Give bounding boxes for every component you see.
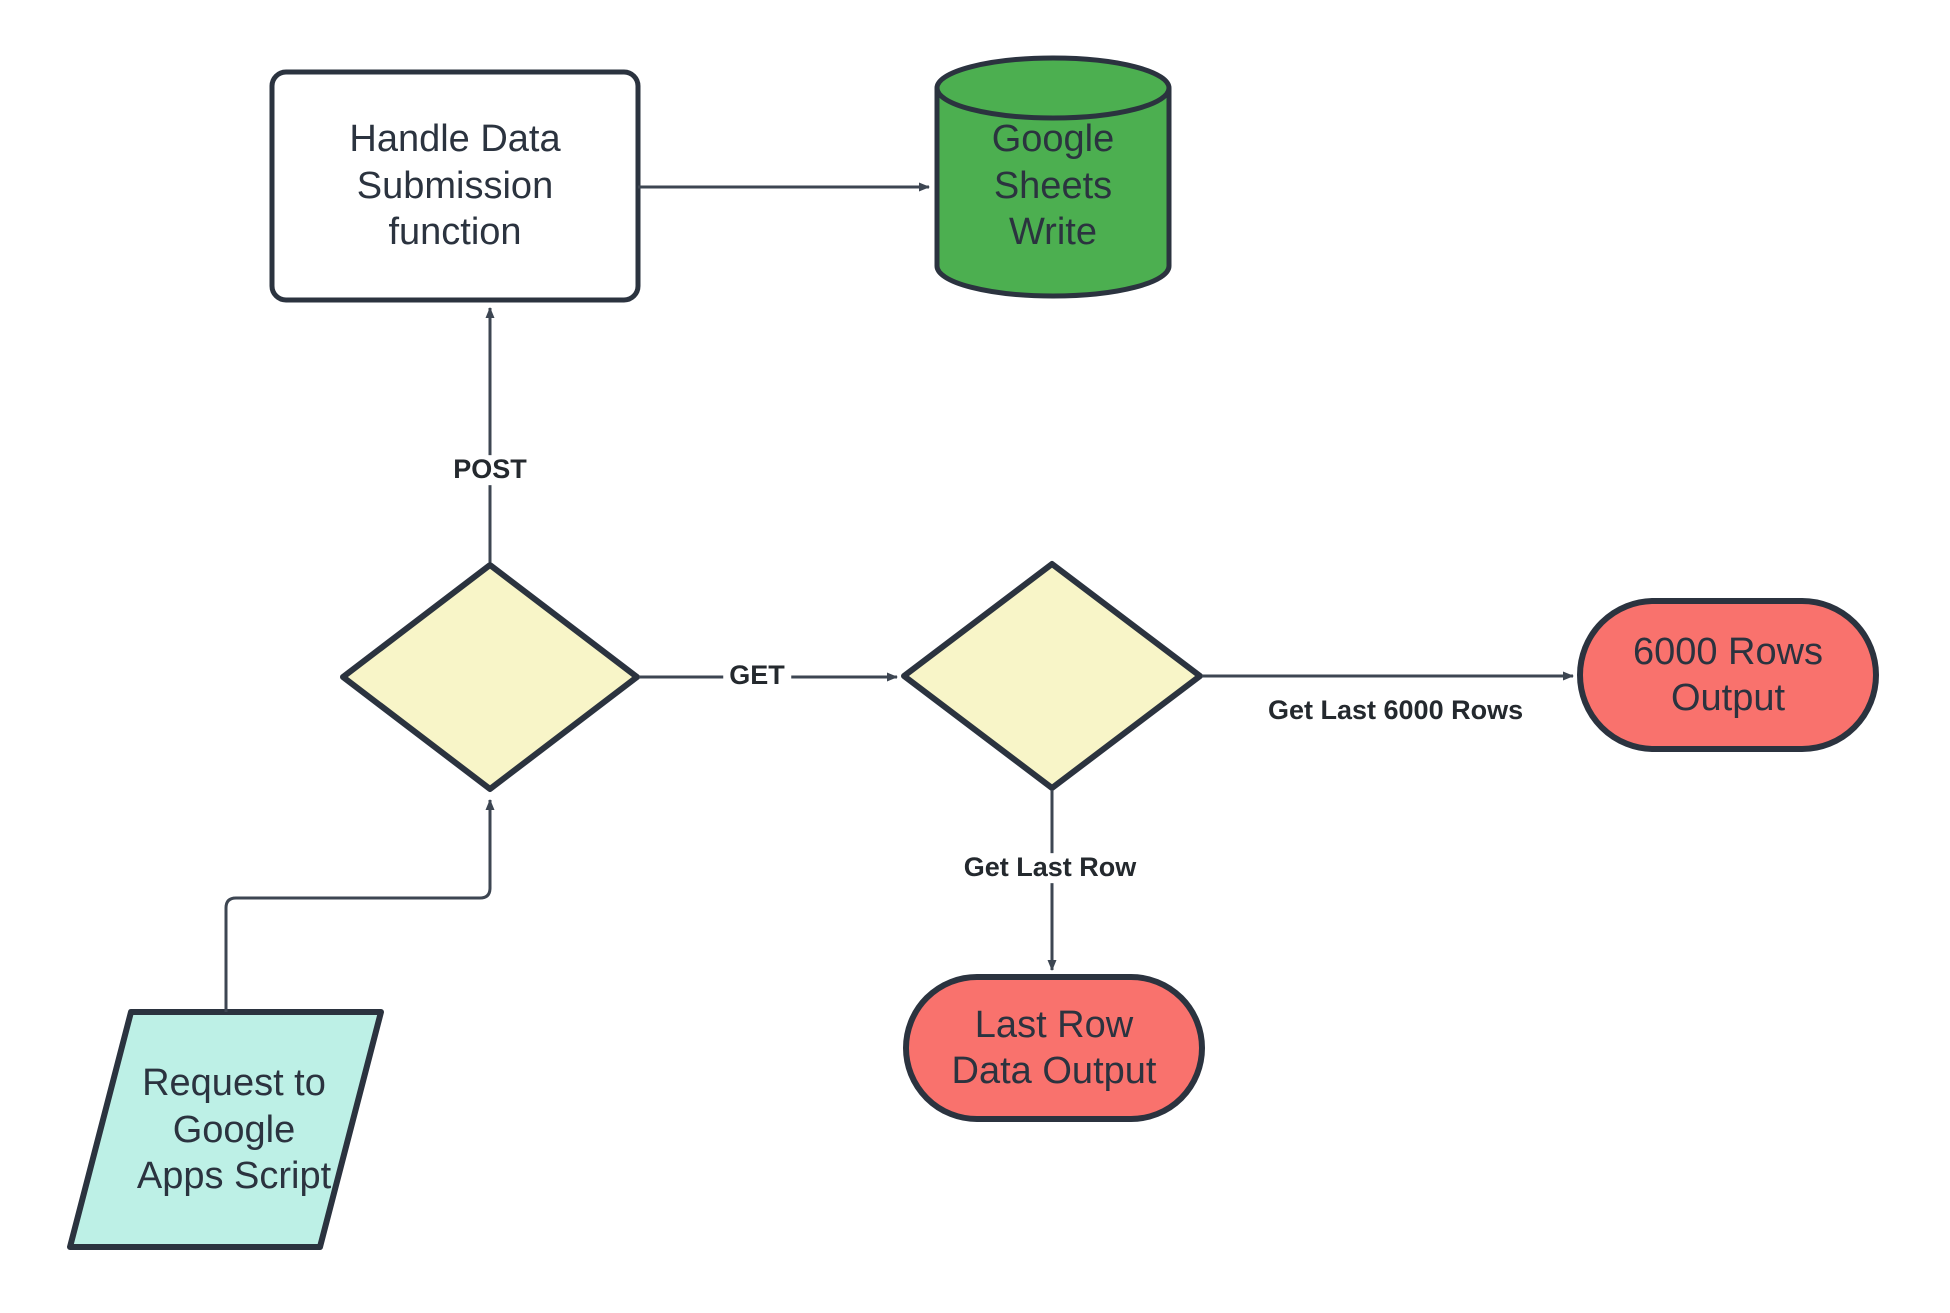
- edge-label-post: POST: [447, 454, 533, 485]
- edge-request-to-decision: [224, 799, 495, 1012]
- node-request-to-google-apps-script[interactable]: [67, 1009, 384, 1250]
- node-rows-6000-output[interactable]: [1577, 598, 1879, 752]
- edge-label-get: GET: [723, 660, 791, 691]
- edge-label-get-last-row: Get Last Row: [957, 852, 1143, 883]
- node-google-sheets-write[interactable]: [934, 55, 1172, 299]
- node-last-row-data-output[interactable]: [903, 974, 1205, 1122]
- node-handle-data-submission[interactable]: [269, 69, 641, 303]
- edge-label-get-last-6000-rows: Get Last 6000 Rows: [1262, 695, 1530, 726]
- node-decision-fetch[interactable]: [901, 561, 1203, 791]
- node-decision-method[interactable]: [340, 562, 640, 792]
